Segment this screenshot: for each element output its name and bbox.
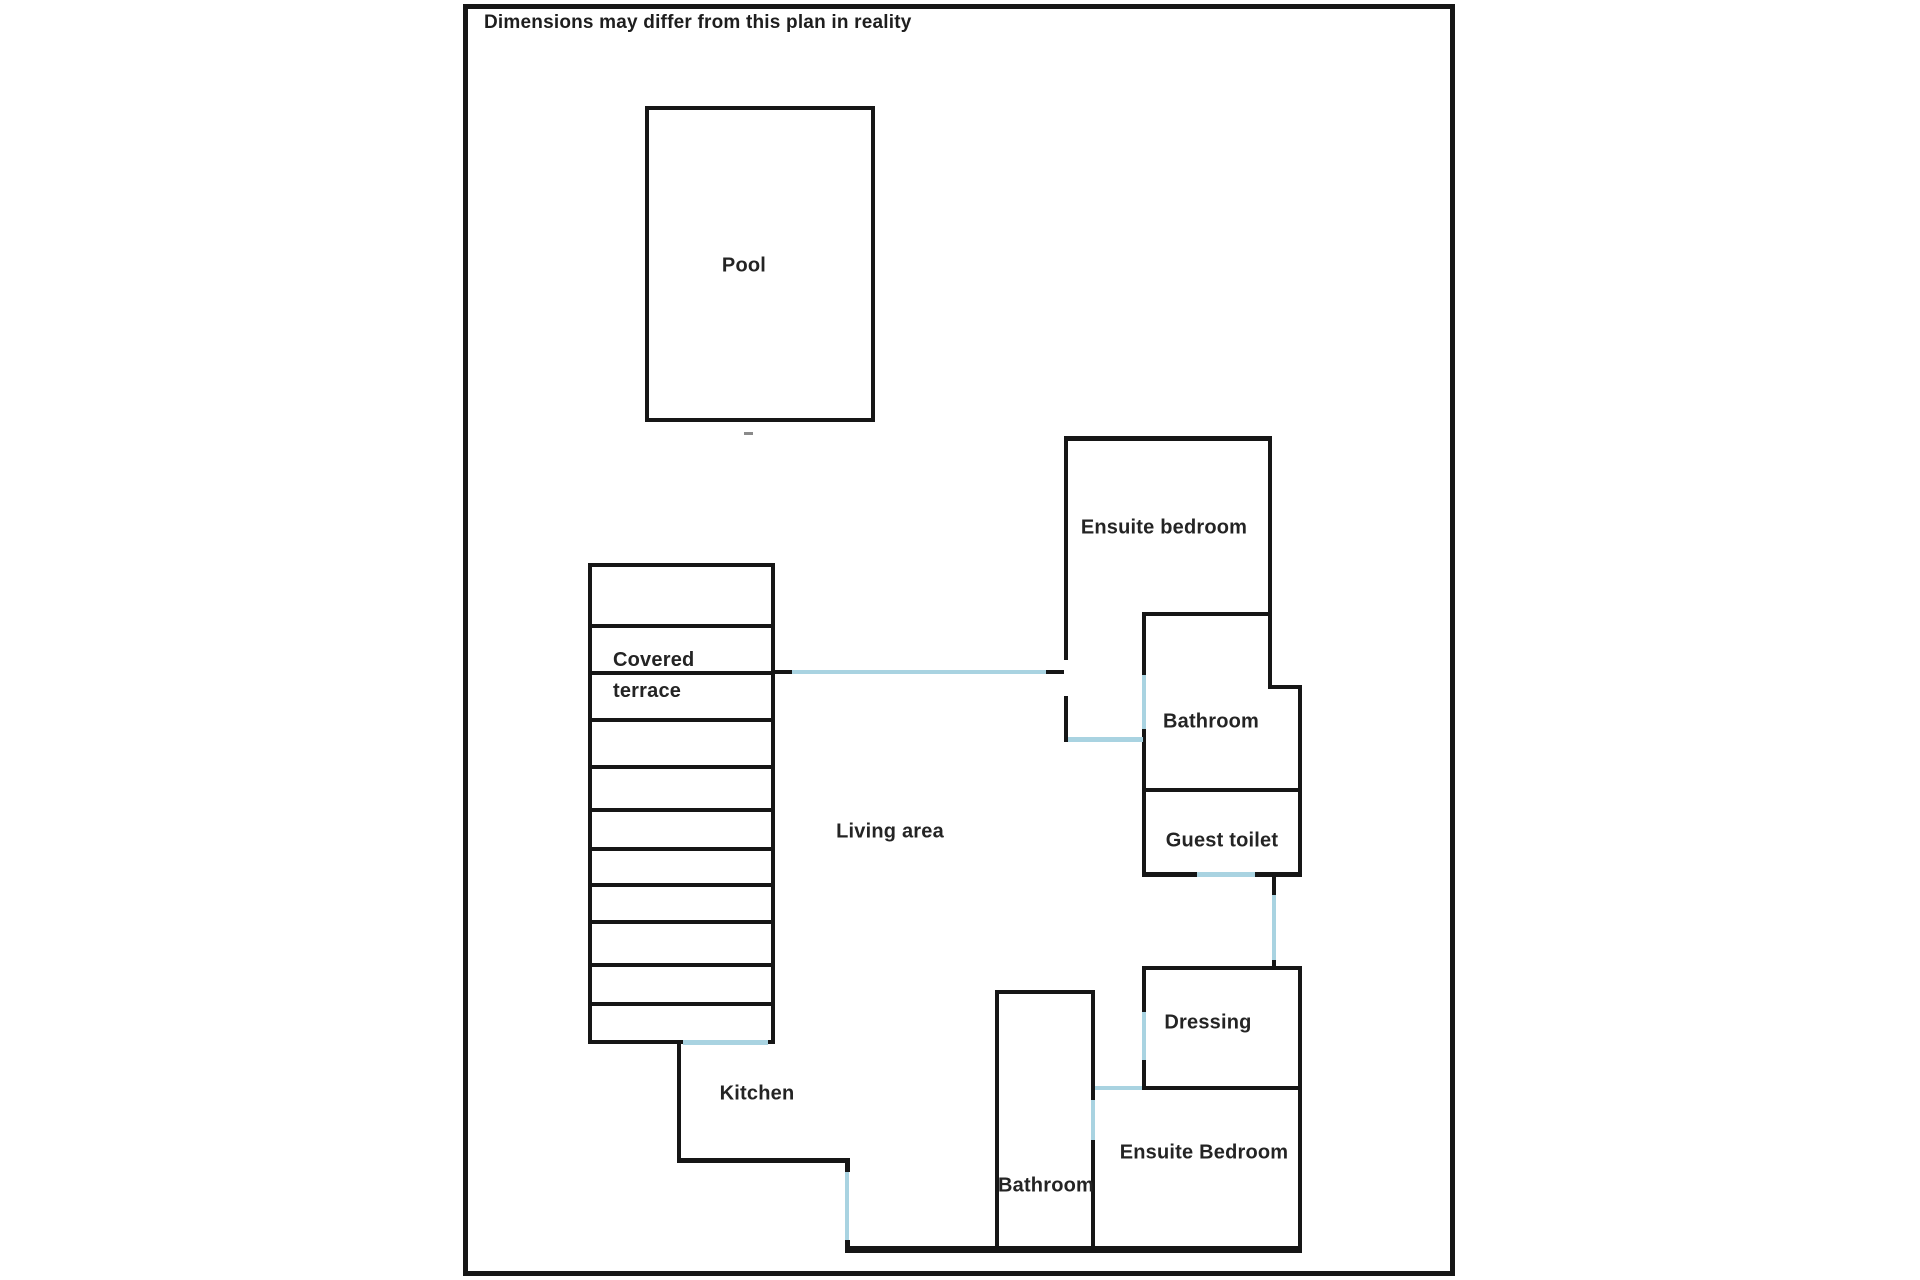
wall-segment — [588, 883, 775, 887]
wall-segment — [1064, 696, 1068, 742]
wall-segment — [1091, 990, 1095, 1100]
wall-segment — [1142, 966, 1146, 1012]
room-label-covered-terrace: Covered terrace — [613, 645, 694, 707]
door-opening-segment — [1068, 737, 1143, 742]
covered-terrace-outline — [588, 563, 775, 1044]
room-label-kitchen: Kitchen — [719, 1082, 795, 1105]
pool-outline — [645, 106, 875, 422]
door-opening-segment — [1197, 872, 1255, 877]
room-label-pool: Pool — [721, 254, 767, 277]
wall-segment — [1064, 436, 1068, 660]
wall-segment — [1298, 685, 1302, 877]
wall-segment — [1142, 1060, 1146, 1090]
wall-segment — [1142, 1086, 1302, 1090]
small-mark — [744, 432, 753, 435]
wall-segment — [845, 1246, 1302, 1253]
wall-segment — [1046, 670, 1064, 674]
room-label-ensuite-bedroom-bottom: Ensuite Bedroom — [1119, 1141, 1289, 1164]
wall-segment — [1142, 612, 1146, 675]
wall-segment — [1142, 612, 1272, 616]
door-opening-segment — [1142, 1012, 1146, 1060]
room-label-covered-terrace-line2: terrace — [613, 680, 682, 702]
wall-segment — [995, 990, 1095, 994]
wall-segment — [588, 765, 775, 769]
wall-segment — [845, 1158, 850, 1172]
plan-border — [463, 4, 1455, 1276]
room-label-covered-terrace-line1: Covered — [613, 649, 695, 671]
room-label-living-area: Living area — [836, 820, 944, 843]
wall-segment — [588, 1002, 775, 1006]
wall-segment — [1142, 788, 1302, 792]
wall-segment — [588, 847, 775, 851]
room-label-guest-toilet: Guest toilet — [1165, 829, 1279, 852]
room-label-bathroom-bottom: Bathroom — [997, 1174, 1095, 1197]
door-opening-segment — [1142, 675, 1146, 729]
wall-segment — [1142, 966, 1302, 970]
wall-segment — [775, 670, 792, 674]
door-opening-segment — [1091, 1100, 1095, 1140]
room-label-dressing: Dressing — [1164, 1011, 1252, 1034]
wall-segment — [1298, 966, 1302, 1253]
wall-segment — [677, 1044, 681, 1162]
door-opening-segment — [1094, 1086, 1142, 1090]
door-opening-segment — [792, 670, 1046, 674]
wall-segment — [677, 1158, 849, 1163]
wall-segment — [588, 808, 775, 812]
wall-segment — [995, 990, 999, 1248]
wall-segment — [1268, 685, 1302, 689]
wall-segment — [1142, 872, 1197, 877]
wall-segment — [588, 920, 775, 924]
disclaimer-text: Dimensions may differ from this plan in … — [484, 12, 912, 33]
door-opening-segment — [845, 1172, 849, 1244]
wall-segment — [1268, 436, 1272, 689]
wall-segment — [1091, 1140, 1095, 1248]
wall-segment — [1064, 436, 1272, 441]
wall-segment — [588, 718, 775, 722]
room-label-ensuite-bedroom-top: Ensuite bedroom — [1080, 516, 1248, 539]
wall-segment — [588, 963, 775, 967]
door-opening-segment — [1272, 895, 1276, 960]
wall-segment — [1255, 872, 1302, 877]
wall-segment — [588, 671, 775, 675]
wall-segment — [845, 1240, 850, 1250]
wall-segment — [588, 624, 775, 628]
room-label-bathroom-top: Bathroom — [1162, 710, 1260, 733]
wall-segment — [1272, 960, 1276, 970]
door-opening-segment — [683, 1040, 768, 1045]
wall-segment — [1142, 729, 1146, 877]
wall-segment — [1272, 877, 1276, 895]
